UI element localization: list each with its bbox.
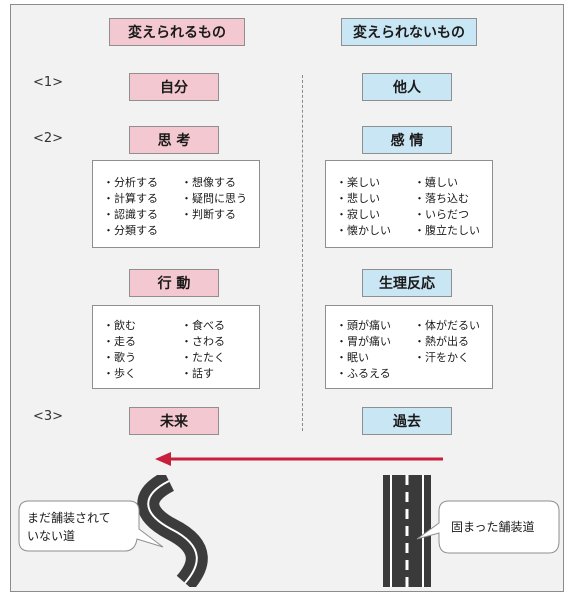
box-past: 過去 (362, 407, 452, 435)
paved-road-icon (383, 475, 431, 587)
callout-right-text: 固まった舗装道 (451, 520, 535, 534)
list-item: ・さわる (181, 335, 225, 348)
list-item: ・汗をかく (414, 351, 469, 364)
list-item: ・熱が出る (414, 335, 469, 348)
marker-2: <2> (33, 131, 64, 146)
box-physiological: 生理反応 (362, 269, 452, 297)
box-thinking: 思 考 (129, 126, 219, 154)
box-action: 行 動 (129, 269, 219, 297)
list-emotion: ・楽しい ・悲しい ・寂しい ・懐かしい ・嬉しい ・落ち込む ・いらだつ ・腹… (325, 160, 493, 248)
box-self: 自分 (129, 73, 219, 101)
list-item: ・分類する (103, 224, 158, 237)
list-item: ・体がだるい (414, 319, 480, 332)
list-item: ・腹立たしい (414, 224, 480, 237)
time-arrow (155, 452, 443, 466)
header-changeable: 変えられるもの (109, 18, 245, 46)
list-item: ・認識する (103, 208, 158, 221)
box-future: 未来 (129, 407, 219, 435)
list-item: ・悲しい (336, 192, 380, 205)
list-physiological: ・頭が痛い ・胃が痛い ・眠い ・ふるえる ・体がだるい ・熱が出る ・汗をかく (325, 305, 493, 389)
center-divider (302, 75, 303, 431)
callout-left (18, 500, 164, 552)
marker-3: <3> (33, 409, 64, 424)
list-item: ・楽しい (336, 176, 380, 189)
list-item: ・歌う (103, 351, 136, 364)
list-item: ・頭が痛い (336, 319, 391, 332)
list-item: ・ふるえる (336, 367, 391, 380)
box-emotion: 感 情 (362, 126, 452, 154)
list-item: ・たたく (181, 351, 225, 364)
winding-road-icon (137, 475, 208, 587)
list-item: ・計算する (103, 192, 158, 205)
list-item: ・歩く (103, 367, 136, 380)
header-unchangeable: 変えられないもの (341, 18, 477, 46)
list-item: ・落ち込む (414, 192, 469, 205)
callout-right (416, 500, 560, 554)
list-item: ・眠い (336, 351, 369, 364)
list-thinking: ・分析する ・計算する ・認識する ・分類する ・想像する ・疑問に思う ・判断… (92, 160, 260, 248)
list-action: ・飲む ・走る ・歌う ・歩く ・食べる ・さわる ・たたく ・話す (92, 305, 260, 389)
callout-left-line1: まだ舗装されて (27, 511, 111, 525)
list-item: ・寂しい (336, 208, 380, 221)
list-item: ・判断する (181, 208, 236, 221)
diagram-frame: 変えられるもの 変えられないもの <1> <2> <3> 自分 他人 思 考 感… (10, 4, 564, 592)
list-item: ・嬉しい (414, 176, 458, 189)
list-item: ・想像する (181, 176, 236, 189)
list-item: ・いらだつ (414, 208, 469, 221)
box-others: 他人 (362, 73, 452, 101)
callout-left-line2: いない道 (27, 529, 76, 543)
list-item: ・疑問に思う (181, 192, 247, 205)
marker-1: <1> (33, 75, 64, 90)
list-item: ・話す (181, 367, 214, 380)
list-item: ・胃が痛い (336, 335, 391, 348)
list-item: ・懐かしい (336, 224, 391, 237)
list-item: ・食べる (181, 319, 225, 332)
list-item: ・分析する (103, 176, 158, 189)
list-item: ・飲む (103, 319, 136, 332)
list-item: ・走る (103, 335, 136, 348)
